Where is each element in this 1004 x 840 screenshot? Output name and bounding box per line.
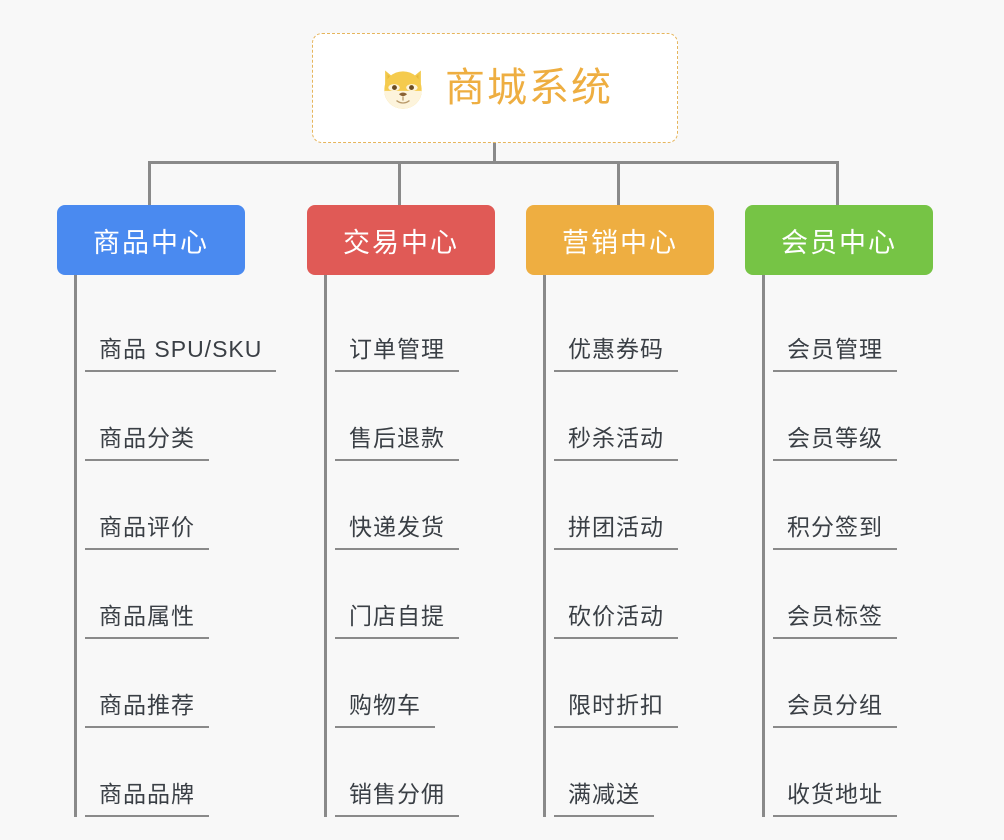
category-header-label: 营销中心: [562, 227, 678, 258]
connector-root-stem: [493, 143, 496, 163]
connector-drop-4: [836, 161, 839, 205]
leaf-item[interactable]: 销售分佣: [307, 728, 537, 817]
connector-trunk-trade: [324, 275, 327, 817]
leaf-item[interactable]: 满减送: [526, 728, 756, 817]
leaf-item[interactable]: 砍价活动: [526, 550, 756, 639]
leaf-item[interactable]: 商品评价: [57, 461, 287, 550]
leaf-item-label: 订单管理: [335, 330, 459, 372]
connector-drop-3: [617, 161, 620, 205]
connector-drop-2: [398, 161, 401, 205]
leaf-list-trade: 订单管理 售后退款 快递发货 门店自提 购物车 销售分佣: [307, 275, 537, 817]
category-header-marketing[interactable]: 营销中心: [526, 205, 714, 275]
connector-horizontal-bus: [148, 161, 838, 164]
leaf-item-label: 砍价活动: [554, 597, 678, 639]
leaf-item[interactable]: 商品推荐: [57, 639, 287, 728]
leaf-item[interactable]: 会员等级: [745, 372, 975, 461]
leaf-item-label: 商品品牌: [85, 775, 209, 817]
leaf-item[interactable]: 拼团活动: [526, 461, 756, 550]
connector-drop-1: [148, 161, 151, 205]
leaf-item-label: 会员等级: [773, 419, 897, 461]
leaf-item[interactable]: 秒杀活动: [526, 372, 756, 461]
category-header-label: 商品中心: [93, 227, 209, 258]
connector-trunk-member: [762, 275, 765, 817]
leaf-item-label: 秒杀活动: [554, 419, 678, 461]
category-header-member[interactable]: 会员中心: [745, 205, 933, 275]
leaf-item-label: 门店自提: [335, 597, 459, 639]
leaf-item-label: 会员分组: [773, 686, 897, 728]
leaf-item-label: 满减送: [554, 775, 654, 817]
leaf-item[interactable]: 商品 SPU/SKU: [57, 283, 287, 372]
category-header-label: 会员中心: [781, 227, 897, 258]
leaf-item-label: 购物车: [335, 686, 435, 728]
leaf-list-member: 会员管理 会员等级 积分签到 会员标签 会员分组 收货地址: [745, 275, 975, 817]
leaf-item-label: 商品 SPU/SKU: [85, 330, 277, 372]
leaf-item[interactable]: 会员标签: [745, 550, 975, 639]
leaf-item[interactable]: 会员分组: [745, 639, 975, 728]
leaf-item-label: 销售分佣: [335, 775, 459, 817]
branch-column-member: 会员中心 会员管理 会员等级 积分签到 会员标签 会员分组 收货地址: [745, 205, 975, 817]
leaf-item-label: 商品属性: [85, 597, 209, 639]
leaf-list-product: 商品 SPU/SKU 商品分类 商品评价 商品属性 商品推荐 商品品牌: [57, 275, 287, 817]
leaf-item-label: 会员标签: [773, 597, 897, 639]
category-header-label: 交易中心: [343, 227, 459, 258]
leaf-item-label: 商品推荐: [85, 686, 209, 728]
leaf-item[interactable]: 售后退款: [307, 372, 537, 461]
leaf-item-label: 积分签到: [773, 508, 897, 550]
leaf-item[interactable]: 订单管理: [307, 283, 537, 372]
connector-trunk-product: [74, 275, 77, 817]
leaf-item-label: 售后退款: [335, 419, 459, 461]
leaf-item[interactable]: 购物车: [307, 639, 537, 728]
category-header-product[interactable]: 商品中心: [57, 205, 245, 275]
branch-column-trade: 交易中心 订单管理 售后退款 快递发货 门店自提 购物车 销售分佣: [307, 205, 537, 817]
leaf-item-label: 优惠券码: [554, 330, 678, 372]
leaf-item[interactable]: 收货地址: [745, 728, 975, 817]
leaf-item-label: 商品评价: [85, 508, 209, 550]
leaf-item[interactable]: 商品属性: [57, 550, 287, 639]
leaf-item[interactable]: 商品分类: [57, 372, 287, 461]
leaf-item[interactable]: 商品品牌: [57, 728, 287, 817]
leaf-item[interactable]: 会员管理: [745, 283, 975, 372]
connector-trunk-marketing: [543, 275, 546, 817]
leaf-item[interactable]: 优惠券码: [526, 283, 756, 372]
leaf-item[interactable]: 门店自提: [307, 550, 537, 639]
root-title: 商城系统: [445, 66, 613, 110]
leaf-item[interactable]: 积分签到: [745, 461, 975, 550]
leaf-item-label: 拼团活动: [554, 508, 678, 550]
branch-column-marketing: 营销中心 优惠券码 秒杀活动 拼团活动 砍价活动 限时折扣 满减送: [526, 205, 756, 817]
branch-column-product: 商品中心 商品 SPU/SKU 商品分类 商品评价 商品属性 商品推荐 商品品牌: [57, 205, 287, 817]
leaf-item-label: 商品分类: [85, 419, 209, 461]
shiba-dog-icon: [377, 64, 429, 116]
leaf-item-label: 限时折扣: [554, 686, 678, 728]
leaf-item-label: 快递发货: [335, 508, 459, 550]
leaf-item-label: 收货地址: [773, 775, 897, 817]
leaf-item[interactable]: 限时折扣: [526, 639, 756, 728]
category-header-trade[interactable]: 交易中心: [307, 205, 495, 275]
leaf-item-label: 会员管理: [773, 330, 897, 372]
root-node-shop-system[interactable]: 商城系统: [312, 33, 678, 143]
leaf-list-marketing: 优惠券码 秒杀活动 拼团活动 砍价活动 限时折扣 满减送: [526, 275, 756, 817]
leaf-item[interactable]: 快递发货: [307, 461, 537, 550]
